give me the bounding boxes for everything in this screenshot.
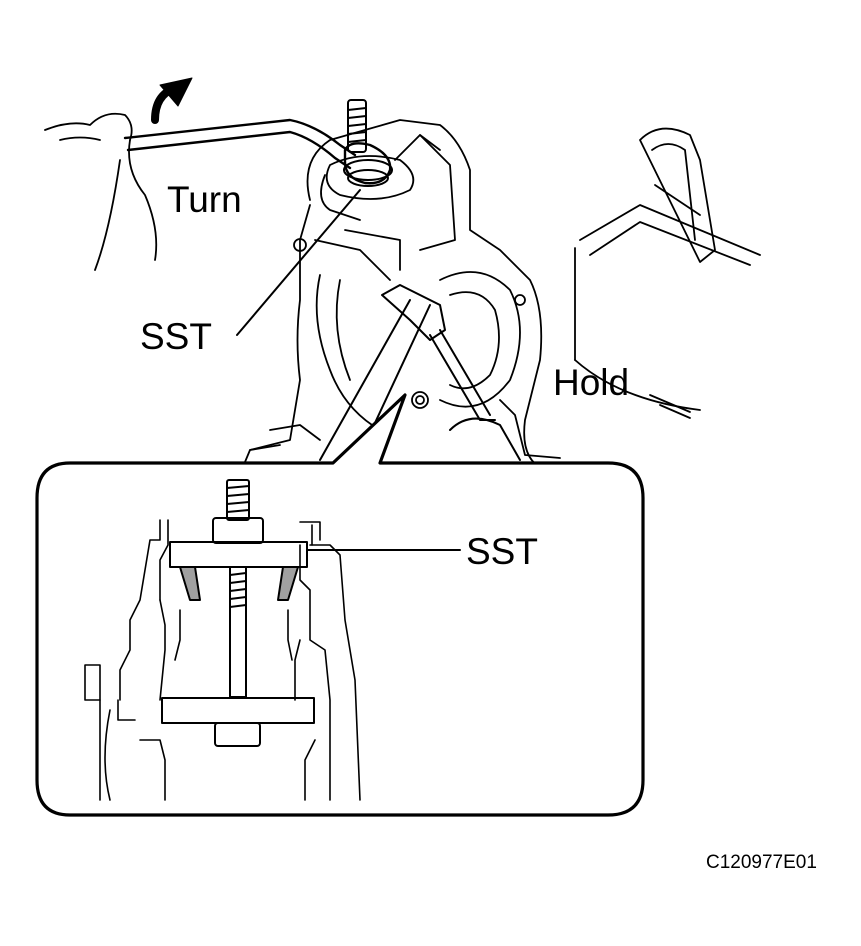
hold-label: Hold — [553, 362, 630, 403]
inset-housing — [84, 519, 361, 801]
curved-arrow-icon — [151, 77, 193, 124]
sst-label-top: SST — [140, 316, 212, 357]
sst-leader-top — [236, 189, 361, 336]
figure-code: C120977E01 — [706, 852, 817, 873]
sst-label-inset: SST — [466, 531, 538, 572]
inset-sst-puller — [161, 479, 315, 747]
turn-label: Turn — [167, 179, 242, 220]
bracket-lines — [574, 127, 761, 419]
transmission-housing — [244, 119, 561, 471]
hand-left — [44, 112, 158, 271]
stud-bolt-top — [343, 99, 393, 187]
inset-frame — [35, 393, 645, 817]
holding-tool — [319, 284, 521, 461]
